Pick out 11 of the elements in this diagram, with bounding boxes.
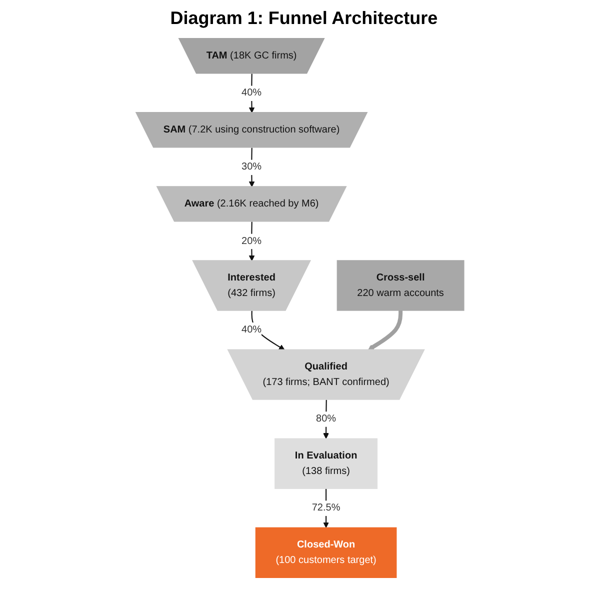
node-box: In Evaluation (138 firms)	[274, 438, 378, 489]
arrow	[368, 310, 403, 350]
edge-label: 40%	[242, 87, 262, 98]
edge-label: 40%	[242, 324, 262, 336]
edge-label: 30%	[242, 161, 262, 172]
edge-label: 80%	[316, 412, 336, 424]
edge-label: 20%	[242, 235, 262, 246]
edge-label: 72.5%	[312, 502, 340, 514]
node-box: Closed-Won (100 customers target)	[255, 527, 397, 578]
diagram-title: Diagram 1: Funnel Architecture	[169, 8, 439, 29]
node-box: Cross-sell 220 warm accounts	[336, 260, 464, 311]
